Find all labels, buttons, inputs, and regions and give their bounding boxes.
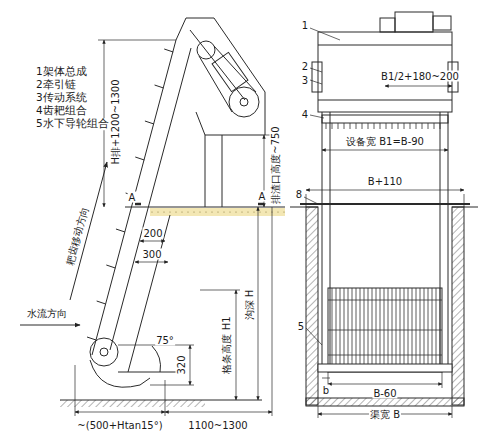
dimension-label: B1/2+180~200	[380, 71, 460, 82]
rake-tooth	[135, 157, 144, 160]
dimension-label: b	[322, 385, 330, 396]
rake-tine	[338, 123, 339, 129]
rake-tine	[380, 123, 381, 129]
dimension-label: 200	[142, 228, 163, 239]
dimension-label: 排渣口高度~750	[270, 125, 281, 204]
rake-tine	[368, 123, 369, 129]
rake-tine	[326, 123, 327, 129]
direction-label: 耙齿移动方向	[64, 205, 91, 268]
rake-tooth	[155, 85, 164, 88]
callout-number: 4	[301, 109, 309, 120]
rake-tine	[434, 123, 435, 129]
dimension-label: B+110	[367, 176, 403, 187]
rake-tine	[362, 123, 363, 129]
part-list-item: 5水下导轮组合	[35, 118, 110, 130]
rake-tooth	[97, 301, 106, 304]
direction-label: 水流方向	[26, 308, 68, 319]
rake-tooth	[164, 49, 173, 52]
section-mark: A	[258, 191, 267, 202]
dimension-label: 设备宽 B1=B-90	[345, 136, 425, 147]
part-list-item: 2牵引链	[35, 79, 77, 91]
dimension-label: 格条高度 H1	[221, 315, 232, 374]
dimension-label: B-60	[372, 388, 397, 399]
part-list-item: 1架体总成	[35, 66, 88, 78]
rake-tooth	[87, 337, 96, 340]
rake-tine	[410, 123, 411, 129]
rake-tine	[392, 123, 393, 129]
callout-number: 1	[301, 20, 309, 31]
rake-tooth	[106, 265, 115, 268]
rake-tine	[422, 123, 423, 129]
dimension-label: H排+1200~1300	[110, 78, 121, 165]
rake-tine	[332, 123, 333, 129]
callout-number: 3	[301, 75, 309, 86]
callout-number: 5	[297, 321, 305, 332]
rake-tine	[440, 123, 441, 129]
dimension-label: ~(500+Htan15°)	[76, 420, 163, 431]
rake-tine	[356, 123, 357, 129]
dimension-label: 320	[176, 354, 187, 375]
section-mark: A	[128, 192, 137, 203]
rake-tine	[386, 123, 387, 129]
dimension-label: 沟深 H	[244, 289, 255, 322]
rake-tine	[398, 123, 399, 129]
rake-tooth	[145, 121, 154, 124]
grid-rib	[328, 330, 442, 331]
rake-tine	[416, 123, 417, 129]
dimension-label: 300	[141, 249, 162, 260]
rake-tine	[344, 123, 345, 129]
dimension-label: 渠宽 B	[369, 409, 401, 420]
part-list-item: 3传动系统	[35, 92, 88, 104]
rake-tine	[428, 123, 429, 129]
callout-number: 2	[301, 61, 309, 72]
grid-rib	[328, 300, 442, 301]
part-list-item: 4齿耙组合	[35, 105, 88, 117]
callout-number: 8	[295, 189, 303, 200]
rake-tine	[404, 123, 405, 129]
dimension-label: 1100~1300	[187, 420, 248, 431]
rake-tine	[374, 123, 375, 129]
grid-rib	[328, 355, 442, 356]
angle-label: 75°	[155, 335, 175, 346]
rake-tine	[350, 123, 351, 129]
rake-tooth	[116, 229, 125, 232]
